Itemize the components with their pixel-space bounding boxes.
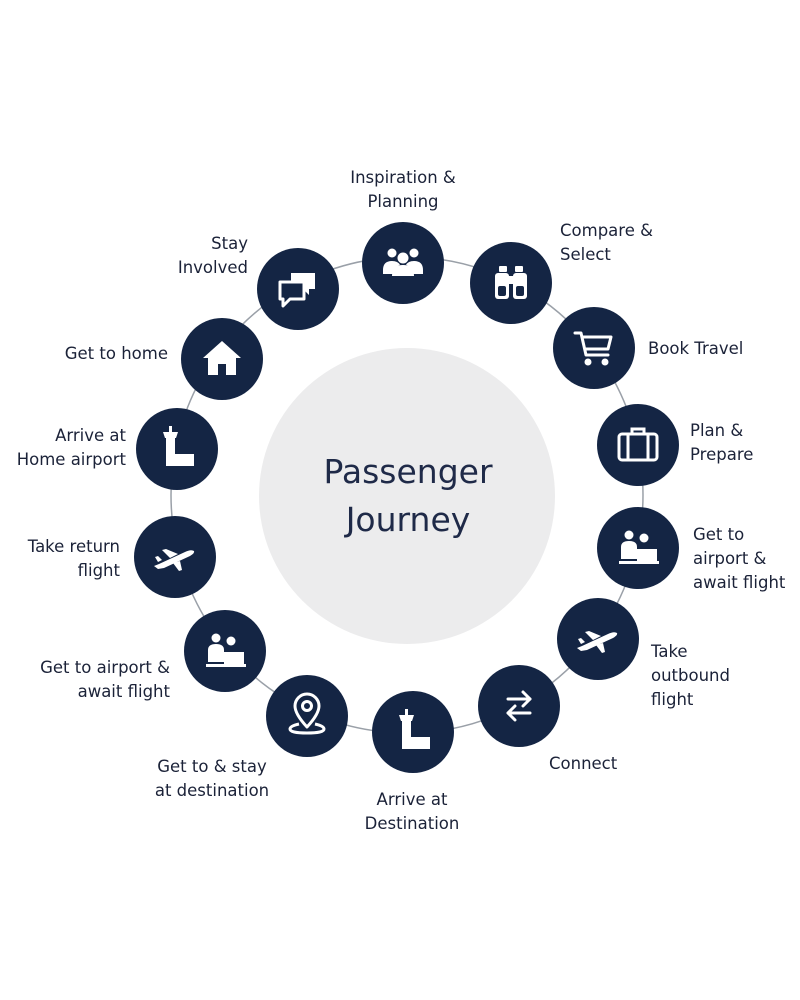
airplane-icon [577,631,618,653]
step-node-get-home [181,318,263,400]
center-disc [259,348,555,644]
step-label-compare: Compare & Select [560,221,653,264]
step-node-compare [470,242,552,324]
swap-arrows-icon [506,690,532,722]
step-node-outbound-flight [557,598,639,680]
step-node-stay-involved [257,248,339,330]
step-label-connect: Connect [549,754,618,773]
step-node-stay-destination [266,675,348,757]
center-title: Passenger Journey [323,452,493,539]
check-in-desk-icon [619,530,659,564]
step-label-book-travel: Book Travel [648,339,744,358]
step-label-stay-destination: Get to & stay at destination [154,757,270,800]
step-node-book-travel [553,307,635,389]
step-label-plan-prepare: Plan & Prepare [690,421,754,464]
chat-bubbles-icon [278,273,315,308]
step-label-outbound-flight: Take outbound flight [651,642,730,709]
step-label-return-flight: Take return flight [27,537,120,580]
step-label-arrive-home: Arrive at Home airport [16,426,126,469]
step-label-outbound-airport: Get to airport & await flight [693,525,786,592]
binoculars-icon [495,266,527,299]
step-node-return-airport [184,610,266,692]
step-label-get-home: Get to home [64,344,168,363]
step-node-plan-prepare [597,404,679,486]
group-icon [383,248,423,276]
shopping-cart-icon [573,331,613,366]
airplane-icon [154,549,195,571]
step-label-stay-involved: Stay Involved [177,234,248,277]
control-tower-icon [399,709,430,749]
step-node-outbound-airport [597,507,679,589]
step-label-inspiration: Inspiration & Planning [350,168,456,211]
step-node-connect [478,665,560,747]
step-label-arrive-destination: Arrive at Destination [364,790,460,833]
step-node-arrive-destination [372,691,454,773]
step-node-arrive-home [136,408,218,490]
step-label-return-airport: Get to airport & await flight [40,658,170,701]
check-in-desk-icon [206,633,246,667]
control-tower-icon [163,426,194,466]
step-node-return-flight [134,516,216,598]
step-node-inspiration [362,222,444,304]
location-pin-icon [288,692,326,735]
house-icon [203,341,241,375]
suitcase-icon [617,427,659,462]
